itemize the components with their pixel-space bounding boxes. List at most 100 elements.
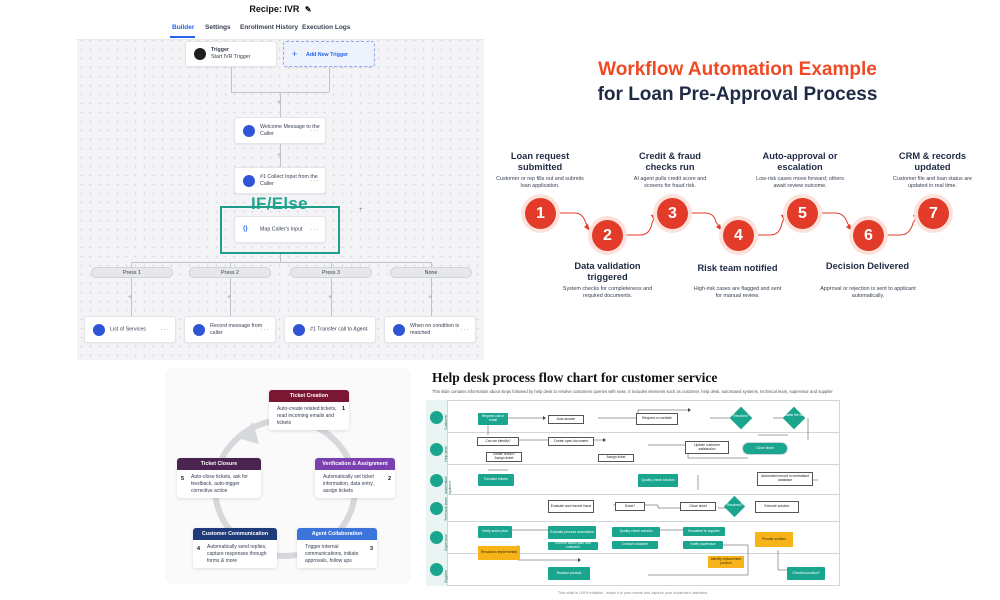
- collect-input-label: #1 Collect Input from the Caller: [260, 173, 318, 187]
- card-5-number: 5: [181, 476, 185, 482]
- loan-title-line1: Workflow Automation Example: [598, 59, 877, 80]
- card-ticket-creation: Ticket Creation Auto-create related tick…: [269, 390, 349, 430]
- can-identify-box: Can we identify?: [477, 437, 519, 446]
- confirm-action-box: Confirm action plan with customer: [548, 541, 598, 550]
- step-7-circle: 7: [918, 198, 949, 229]
- add-trigger-label: Add New Trigger: [306, 52, 349, 58]
- quality-check-box: Quality check solution: [612, 527, 660, 537]
- helpdesk-footer: This slide is 100% editable - adapt it t…: [557, 591, 709, 595]
- supervisor-icon: [430, 531, 443, 544]
- tab-execution-logs[interactable]: Execution Logs: [302, 24, 351, 31]
- ifelse-label: IF/Else: [251, 194, 308, 213]
- step-1-circle: 1: [525, 198, 556, 229]
- welcome-message-node[interactable]: Welcome Message to the Caller ···: [234, 117, 326, 144]
- step-1-title: Loan request submitted: [510, 151, 570, 172]
- ivr-header: [77, 0, 484, 40]
- customer-icon: [430, 411, 443, 424]
- card-1-number: 1: [341, 406, 345, 412]
- active-tab-indicator: [170, 36, 195, 38]
- add-step-plus[interactable]: +: [227, 294, 232, 301]
- card-3-number: 3: [369, 546, 373, 552]
- trigger-title: Trigger: [211, 46, 229, 53]
- helpdesk-subtitle: This slide contains information about st…: [432, 389, 833, 394]
- more-icon[interactable]: ···: [160, 326, 169, 333]
- add-step-plus[interactable]: +: [128, 294, 133, 301]
- add-step-plus[interactable]: +: [277, 152, 282, 159]
- request-website-box: Request on website: [636, 413, 678, 425]
- close-ticket-box: Close ticket: [742, 442, 788, 455]
- helpdesk-title: Help desk process flow chart for custome…: [432, 370, 718, 385]
- more-icon[interactable]: ···: [460, 326, 469, 333]
- action-record-message[interactable]: Record message from caller ···: [184, 316, 276, 343]
- branch-press-2[interactable]: Press 2: [189, 267, 271, 278]
- add-step-plus[interactable]: +: [277, 99, 282, 106]
- loan-flow-connectors: [557, 212, 920, 236]
- automated-record-box: Automated record in centralised database: [757, 472, 813, 486]
- step-5-title: Auto-approval or escalation: [762, 151, 838, 172]
- card-3-title: Agent Collaboration: [297, 528, 377, 540]
- more-icon[interactable]: ···: [260, 326, 269, 333]
- action-no-condition[interactable]: When no condition is matched ···: [384, 316, 476, 343]
- replace-product-box: Replace product: [548, 567, 590, 580]
- phone-icon: [93, 323, 105, 336]
- phone-icon: [193, 323, 205, 336]
- auto-answer-box: Auto answer: [548, 415, 584, 424]
- evaluate-resolve-box: Evaluate and resolve issue: [548, 500, 594, 513]
- step-7-title: CRM & records updated: [898, 151, 967, 172]
- card-4-title: Customer Communication: [193, 528, 277, 540]
- step-3-title: Credit & fraud checks run: [639, 151, 701, 172]
- assign-ticket-box: Assign ticket: [598, 454, 634, 462]
- card-4-body: Automatically send replies, capture resp…: [207, 544, 267, 564]
- create-open-box: Create open document: [548, 437, 594, 446]
- branch-none[interactable]: None: [390, 267, 472, 278]
- step-5-desc: Low-risk cases move forward; others awai…: [756, 176, 844, 190]
- tab-enrollment-history[interactable]: Enrollment History: [240, 24, 299, 31]
- more-icon[interactable]: ···: [310, 177, 319, 184]
- card-2-body: Automatically set ticket information, da…: [323, 474, 374, 494]
- step-2-title: Data validation triggered: [574, 261, 641, 282]
- map-input-node[interactable]: {} Map Caller's Input ···: [234, 216, 326, 243]
- card-2-title: Verification & Assignment: [315, 458, 395, 470]
- branch-press-3[interactable]: Press 3: [290, 267, 372, 278]
- card-1-title: Ticket Creation: [269, 390, 349, 402]
- collect-input-node[interactable]: #1 Collect Input from the Caller ···: [234, 167, 326, 194]
- technical-team-icon: [430, 502, 443, 515]
- step-3-circle: 3: [657, 198, 688, 229]
- step-4-desc: High-risk cases are flagged and sent for…: [693, 286, 782, 300]
- action-transfer-agent[interactable]: #1 Transfer call to Agent ···: [284, 316, 376, 343]
- more-icon[interactable]: ···: [310, 226, 319, 233]
- automated-systems-icon: [430, 474, 443, 487]
- pencil-icon[interactable]: ✎: [304, 5, 312, 14]
- card-ticket-closure: Ticket Closure Auto-close tickets, ask f…: [177, 458, 261, 498]
- step-6-title: Decision Delivered: [825, 261, 910, 271]
- recipe-title[interactable]: Recipe: IVR ✎: [249, 4, 312, 14]
- notify-supervisor-box: Notify supervisor: [683, 541, 723, 549]
- phone-icon: [293, 323, 305, 336]
- step-5-circle: 5: [787, 198, 818, 229]
- plus-icon: +: [292, 49, 298, 59]
- tab-builder[interactable]: Builder: [172, 24, 195, 31]
- supplier-resolution-box: Resolution implemented: [478, 546, 520, 560]
- step-7-desc: Customer file and loan status are update…: [892, 176, 973, 190]
- add-step-plus[interactable]: +: [328, 294, 333, 301]
- tab-settings[interactable]: Settings: [205, 24, 231, 31]
- card-4-number: 4: [197, 546, 201, 552]
- phone-icon: [243, 174, 255, 187]
- ivr-builder-panel: Recipe: IVR ✎ Builder Settings Enrollmen…: [77, 0, 484, 360]
- more-icon[interactable]: ···: [360, 326, 369, 333]
- add-step-plus[interactable]: +: [428, 294, 433, 301]
- step-6-circle: 6: [853, 220, 884, 251]
- more-icon[interactable]: ···: [310, 127, 319, 134]
- braces-icon: {}: [243, 226, 248, 232]
- step-2-desc: System checks for completeness and requi…: [562, 286, 653, 300]
- verify-action-box: Verify action plan: [478, 526, 512, 538]
- action-list-services[interactable]: List of Services ···: [84, 316, 176, 343]
- step-6-desc: Approval or rejection is sent to applica…: [820, 286, 916, 300]
- ifelse-highlight: [220, 206, 340, 254]
- branch-press-1[interactable]: Press 1: [91, 267, 173, 278]
- trigger-subtitle: Start IVR Trigger: [211, 54, 251, 60]
- add-trigger-button[interactable]: + Add New Trigger: [283, 41, 375, 67]
- escalated-supplier-box: Escalated to supplier: [683, 527, 725, 536]
- card-agent-collaboration: Agent Collaboration Trigger internal com…: [297, 528, 377, 568]
